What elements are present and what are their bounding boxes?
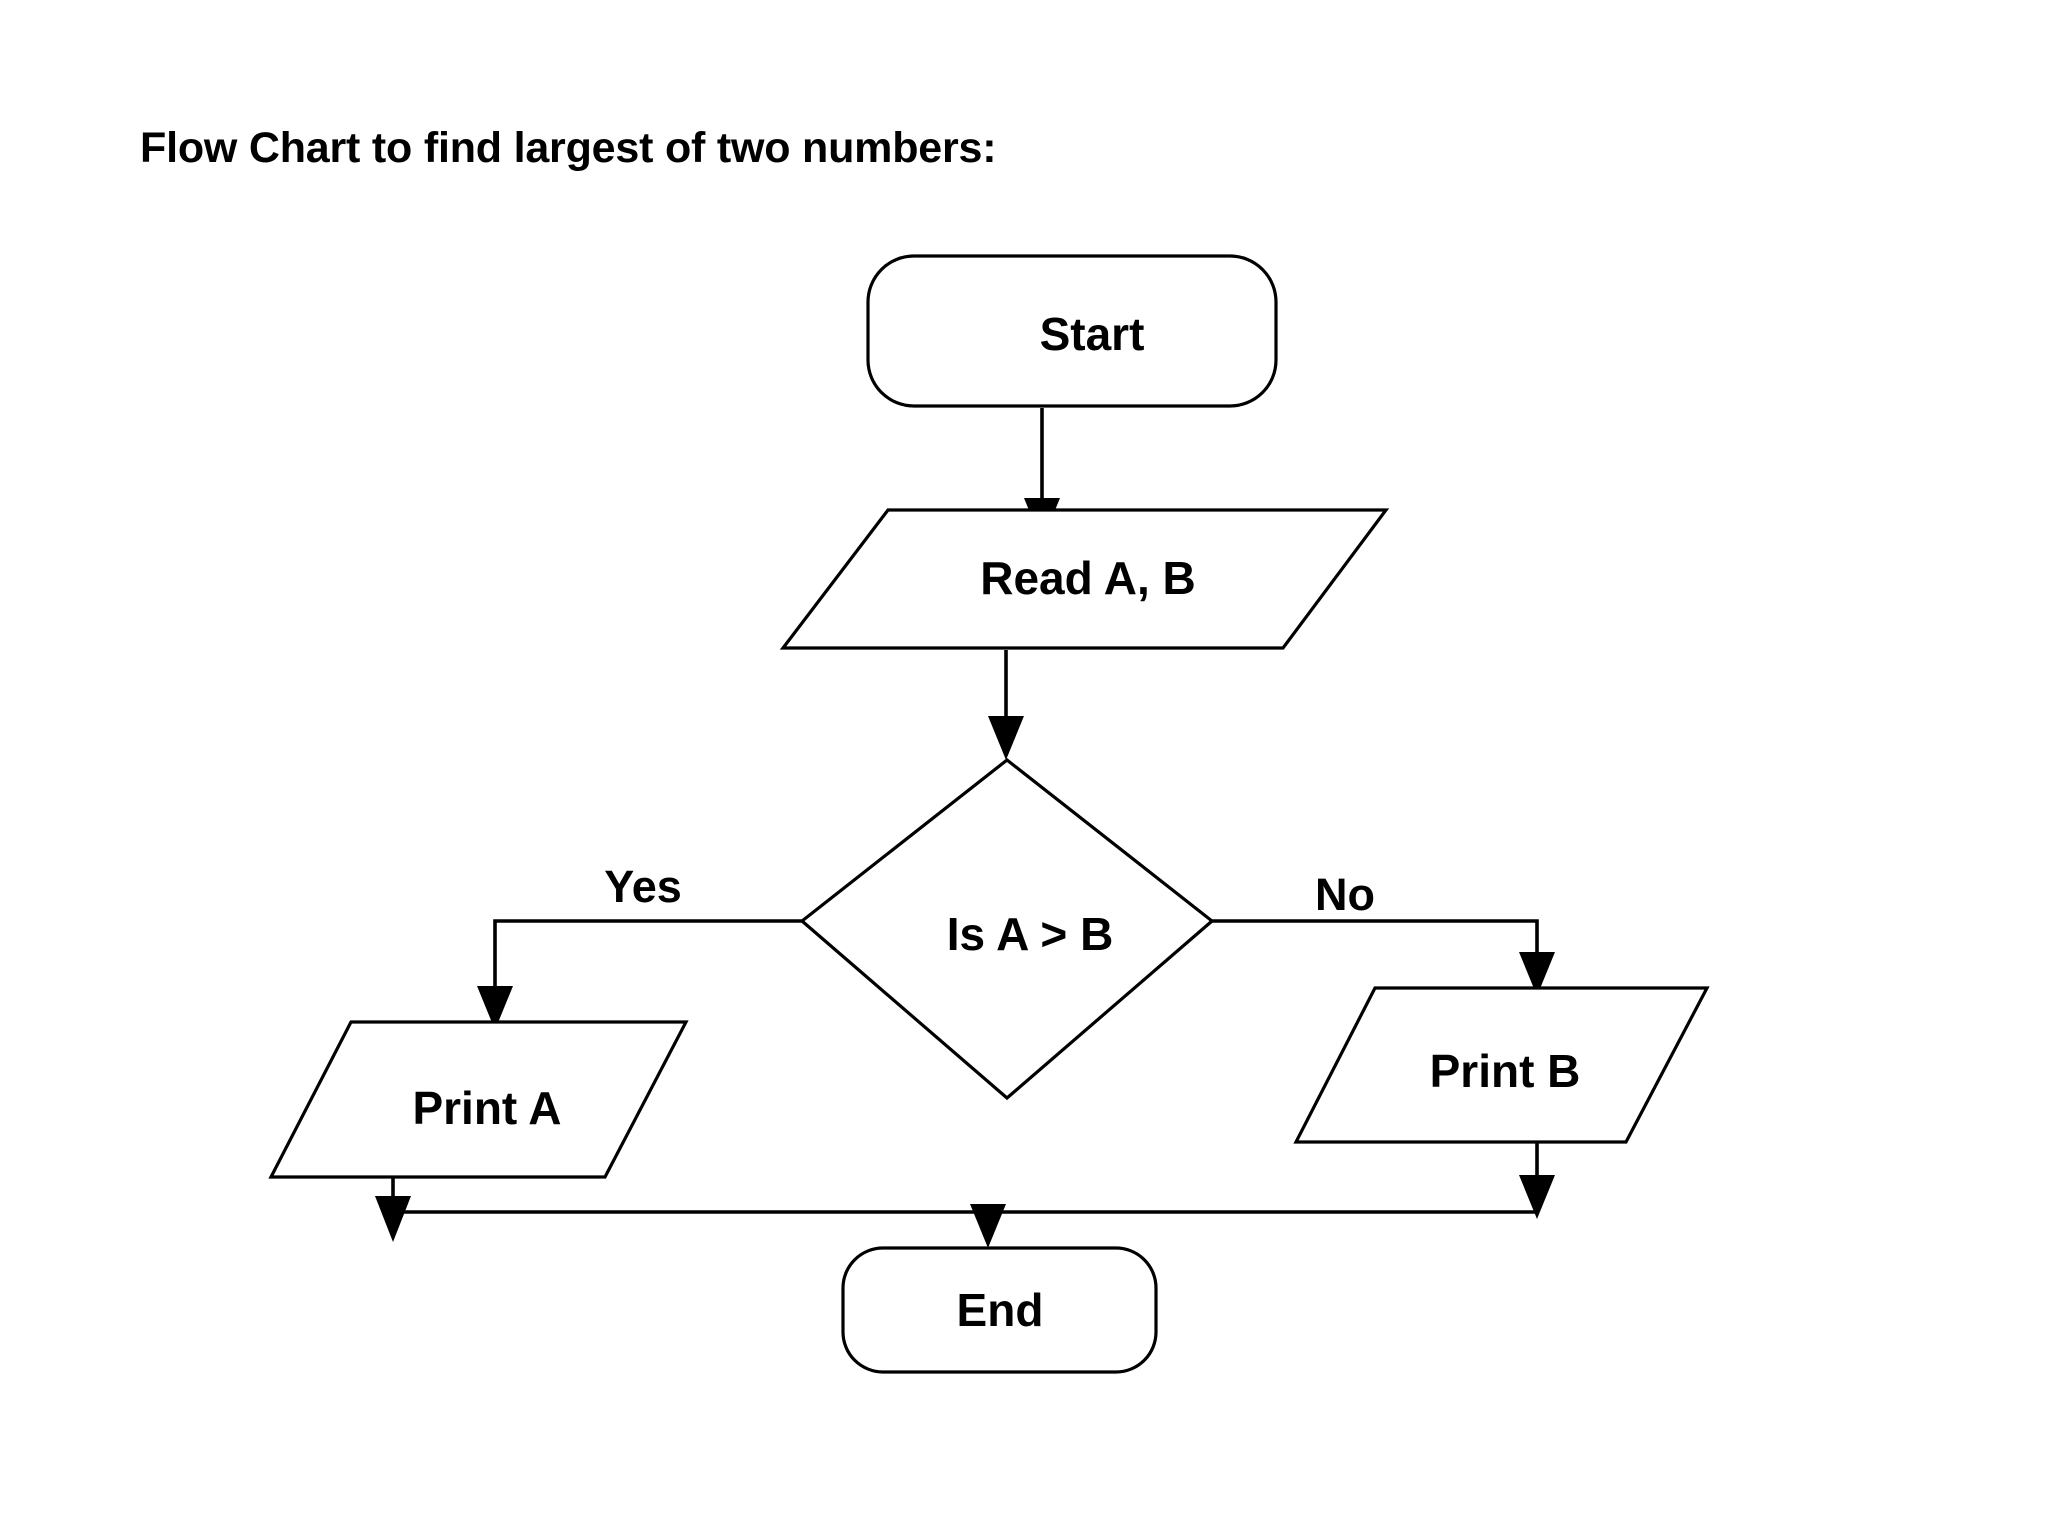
- node-print-b-label: Print B: [1430, 1045, 1581, 1097]
- node-print-a-label: Print A: [412, 1082, 561, 1134]
- node-read-label: Read A, B: [980, 552, 1196, 604]
- node-print-a[interactable]: Print A: [268, 1020, 689, 1179]
- edge-merge-to-end: [970, 1204, 1006, 1248]
- node-decision[interactable]: Is A > B: [799, 757, 1215, 1101]
- edge-decide-to-printb: [1212, 919, 1555, 996]
- node-end-label: End: [957, 1284, 1044, 1336]
- node-print-b[interactable]: Print B: [1293, 986, 1710, 1144]
- node-end[interactable]: End: [841, 1246, 1158, 1374]
- branch-label-yes: Yes: [604, 861, 682, 912]
- edge-printb-to-merge: [1519, 1142, 1555, 1219]
- edge-decide-to-printa: [477, 919, 802, 1030]
- node-read[interactable]: Read A, B: [779, 508, 1390, 650]
- node-start[interactable]: Start: [866, 254, 1278, 408]
- edge-read-to-decide: [988, 650, 1024, 760]
- node-start-label: Start: [1040, 308, 1145, 360]
- branch-label-no: No: [1315, 869, 1375, 920]
- node-decision-label: Is A > B: [947, 908, 1114, 960]
- edge-printa-to-merge: [375, 1177, 411, 1242]
- page-title: Flow Chart to find largest of two number…: [140, 124, 997, 172]
